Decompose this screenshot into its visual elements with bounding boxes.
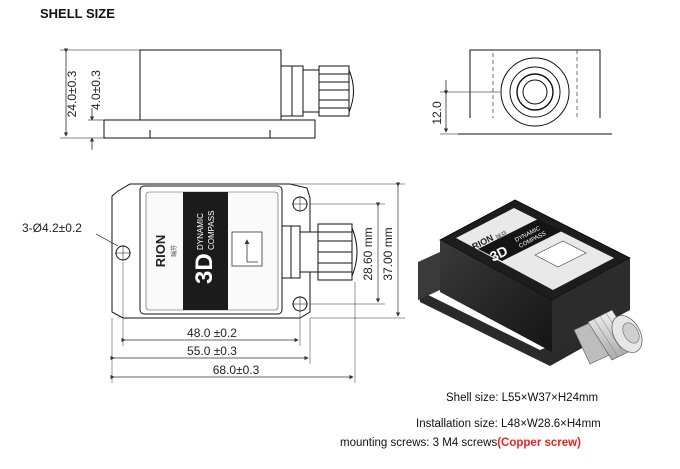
shell-size-spec: Shell size: L55×W37×H24mm [446, 392, 599, 404]
top-label-plate: RION 瑞芬 3D DYNAMIC COMPASS [145, 191, 279, 311]
end-gland-outer [500, 57, 570, 127]
flange-dimension: 4.0±0.3 [89, 70, 103, 110]
iso-label [456, 208, 614, 290]
install-width-dimension: 28.60 mm [361, 227, 375, 280]
width-dimension: 37.00 mm [381, 227, 395, 280]
total-length-dimension: 68.0±0.3 [213, 363, 260, 377]
installation-size-spec: Installation size: L48×W28.6×H4mm [416, 418, 601, 430]
side-flange [103, 119, 316, 139]
iso-axis-box [534, 240, 587, 268]
top-brand-logo: RION [153, 235, 168, 268]
top-label-3d: 3D [191, 253, 218, 284]
top-view-dimensions [110, 182, 405, 383]
iso-view: RION 瑞芬 3D DYNAMIC COMPASS [418, 199, 643, 366]
side-body [139, 49, 282, 131]
height-dimension: 24.0±0.3 [65, 70, 79, 117]
side-view [60, 48, 354, 150]
mounting-screws-spec: mounting screws: 3 M4 screws(Copper scre… [340, 437, 581, 449]
iso-left-face [440, 240, 552, 352]
body-length-dimension: 55.0 ±0.3 [187, 344, 237, 358]
iso-label-3d: 3D [487, 242, 510, 264]
iso-cable-gland [573, 309, 643, 365]
label-black-band [183, 192, 228, 310]
top-label-dynamic: DYNAMIC [196, 213, 205, 250]
diagram-title: SHELL SIZE [40, 6, 115, 21]
top-brand-cn: 瑞芬 [170, 245, 178, 257]
end-view [440, 49, 612, 135]
iso-right-face [552, 258, 630, 352]
top-label-compass: COMPASS [207, 211, 216, 250]
port-height-dimension: 12.0 [430, 101, 444, 125]
hole-dimension: 3-Ø4.2±0.2 [22, 221, 82, 235]
install-length-dimension: 48.0 ±0.2 [187, 326, 237, 340]
copper-screw-note: (Copper screw) [497, 437, 581, 449]
mounting-screws-text: mounting screws: 3 M4 screws [340, 437, 498, 449]
